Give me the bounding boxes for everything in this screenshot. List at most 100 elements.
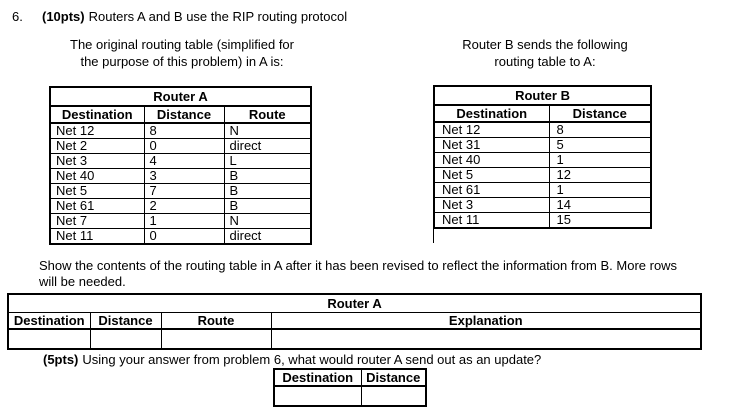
table-cell: Net 61	[49, 198, 145, 214]
column-header-distance: Distance	[89, 312, 162, 330]
table-row: Net 3 4 L	[49, 153, 312, 169]
column-header-destination: Destination	[273, 368, 362, 387]
intro-left: The original routing table (simplified f…	[46, 36, 318, 70]
router-b-table: Router B Destination Distance Net 12 8 N…	[433, 85, 653, 229]
table-row: Net 61 1	[433, 182, 652, 198]
table-cell: 12	[548, 167, 652, 183]
table-row: Net 5 7 B	[49, 183, 312, 199]
table-title: Router A	[7, 293, 702, 313]
column-header-destination: Destination	[49, 105, 145, 124]
intro-left-line2: the purpose of this problem) in A is:	[80, 54, 284, 69]
column-header-destination: Destination	[7, 312, 91, 330]
table-cell: 0	[143, 138, 225, 154]
table-cell: 15	[548, 212, 652, 229]
table-cell: Net 12	[433, 121, 550, 138]
table-row: Net 40 1	[433, 152, 652, 168]
table-cell: B	[223, 183, 312, 199]
table-header-row: Destination Distance	[433, 104, 652, 123]
table-row: Net 2 0 direct	[49, 138, 312, 154]
table-row	[7, 328, 702, 350]
table-row: Net 3 14	[433, 197, 652, 213]
table-row: Net 40 3 B	[49, 168, 312, 184]
column-header-distance: Distance	[143, 105, 225, 124]
table-cell: Net 5	[49, 183, 145, 199]
router-a-table: Router A Destination Distance Route Net …	[49, 86, 312, 245]
table-cell: B	[223, 168, 312, 184]
table-cell: 14	[548, 197, 652, 213]
subproblem-statement: Using your answer from problem 6, what w…	[82, 352, 542, 367]
table-cell: Net 5	[433, 167, 550, 183]
intro-left-line1: The original routing table (simplified f…	[70, 37, 294, 52]
table-row: Net 7 1 N	[49, 213, 312, 229]
table-row: Net 31 5	[433, 137, 652, 153]
table-cell: 4	[143, 153, 225, 169]
table-cell: N	[223, 213, 312, 229]
table-title-row: Router A	[7, 293, 702, 313]
table-cell: Net 2	[49, 138, 145, 154]
table-cell: Net 3	[433, 197, 550, 213]
table-cell: direct	[223, 228, 312, 245]
problem-number: 6.	[12, 9, 23, 24]
table-cell: Net 61	[433, 182, 550, 198]
table-cell: Net 3	[49, 153, 145, 169]
points-label: (10pts)	[42, 9, 85, 24]
column-header-distance: Distance	[548, 104, 652, 123]
table-cell: Net 31	[433, 137, 550, 153]
column-header-route: Route	[160, 312, 272, 330]
table-cell: 1	[548, 152, 652, 168]
table-cell: Net 40	[49, 168, 145, 184]
table-title: Router A	[49, 86, 312, 107]
table-cell: Net 7	[49, 213, 145, 229]
answer-cell-destination	[7, 328, 91, 350]
table-title-row: Router A	[49, 86, 312, 107]
table-cell: Net 40	[433, 152, 550, 168]
table-cell: N	[223, 122, 312, 139]
answer-cell-distance	[89, 328, 162, 350]
table-row: Net 12 8	[433, 121, 652, 138]
table-row: Net 61 2 B	[49, 198, 312, 214]
subproblem-points-label: (5pts)	[43, 352, 79, 367]
problem-number-text: 6.	[12, 9, 23, 24]
table-cell: Net 12	[49, 122, 145, 139]
answer-cell-explanation	[270, 328, 702, 350]
table-cell: L	[223, 153, 312, 169]
answer-cell-distance	[360, 385, 427, 407]
instruction-line2: will be needed.	[39, 274, 126, 289]
table-row	[273, 385, 427, 407]
answer-cell-destination	[273, 385, 362, 407]
subproblem-title: (5pts)Using your answer from problem 6, …	[43, 352, 541, 367]
instruction-paragraph: Show the contents of the routing table i…	[39, 258, 729, 290]
table-row: Net 12 8 N	[49, 122, 312, 139]
table-cell: 5	[548, 137, 652, 153]
table-cell: 3	[143, 168, 225, 184]
column-header-destination: Destination	[433, 104, 550, 123]
problem-statement: Routers A and B use the RIP routing prot…	[88, 9, 348, 24]
table-header-row: Destination Distance Route	[49, 105, 312, 124]
table-cell: 7	[143, 183, 225, 199]
table-header-row: Destination Distance	[273, 368, 427, 387]
table-cell: 0	[143, 228, 225, 245]
table-title: Router B	[433, 85, 652, 106]
intro-right-line1: Router B sends the following	[462, 37, 628, 52]
table-cell: Net 11	[49, 228, 145, 245]
table-cell: 2	[143, 198, 225, 214]
table-cell: direct	[223, 138, 312, 154]
column-header-route: Route	[223, 105, 312, 124]
table-cell: 8	[143, 122, 225, 139]
column-header-explanation: Explanation	[270, 312, 702, 330]
table-cell: 8	[548, 121, 652, 138]
table-border-tail	[433, 226, 434, 243]
table-row: Net 5 12	[433, 167, 652, 183]
intro-right-line2: routing table to A:	[494, 54, 596, 69]
table-row: Net 11 15	[433, 212, 652, 229]
revised-router-a-table: Router A Destination Distance Route Expl…	[7, 293, 703, 350]
table-row: Net 11 0 direct	[49, 228, 312, 245]
update-table: Destination Distance	[273, 368, 427, 407]
table-header-row: Destination Distance Route Explanation	[7, 312, 702, 330]
table-title-row: Router B	[433, 85, 652, 106]
table-cell: Net 11	[433, 212, 550, 229]
intro-right: Router B sends the following routing tab…	[445, 36, 645, 70]
instruction-line1: Show the contents of the routing table i…	[39, 258, 678, 273]
column-header-distance: Distance	[360, 368, 427, 387]
